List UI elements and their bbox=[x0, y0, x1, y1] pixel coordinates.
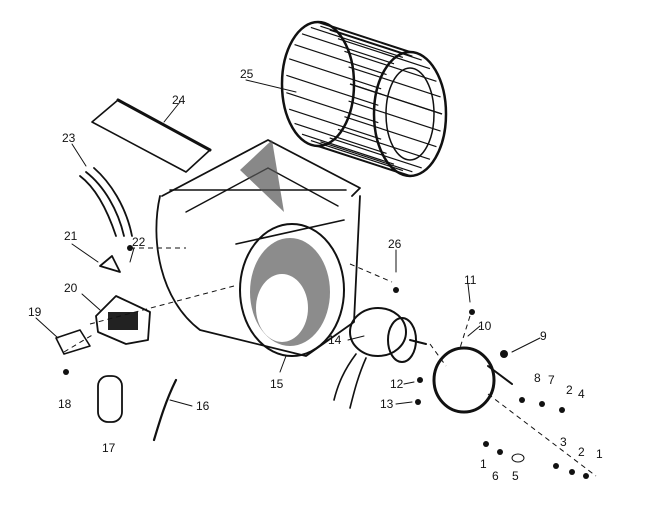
wheel-blade bbox=[348, 66, 441, 98]
wheel-blade bbox=[320, 25, 413, 57]
wheel-blade bbox=[329, 29, 422, 61]
motor-mount bbox=[432, 346, 513, 414]
cover-plate bbox=[55, 329, 91, 355]
label-10: 10 bbox=[478, 319, 492, 333]
cutoff-plate bbox=[91, 98, 212, 173]
wheel-blade bbox=[349, 83, 443, 115]
wheel-blade bbox=[344, 50, 437, 82]
label-2: 2 bbox=[566, 383, 573, 397]
label-8: 8 bbox=[534, 371, 541, 385]
label-24: 24 bbox=[172, 93, 186, 107]
clip bbox=[99, 255, 121, 273]
label-1: 1 bbox=[596, 447, 603, 461]
label-12: 12 bbox=[390, 377, 404, 391]
wheel-blade bbox=[329, 137, 422, 169]
wheel-blade bbox=[337, 128, 431, 160]
wheel-blade bbox=[294, 122, 387, 155]
wheel-blade bbox=[301, 33, 395, 65]
label-18: 18 bbox=[58, 397, 72, 411]
wire-harness bbox=[79, 167, 133, 237]
label-5: 5 bbox=[512, 469, 519, 483]
wheel-blade bbox=[288, 108, 382, 140]
blower-wheel bbox=[280, 20, 448, 178]
label-26: 26 bbox=[388, 237, 402, 251]
hardware bbox=[63, 245, 589, 479]
label-3: 3 bbox=[560, 435, 567, 449]
wheel-blade bbox=[337, 38, 431, 70]
wheel-blade bbox=[286, 92, 379, 124]
label-1b: 1 bbox=[480, 457, 487, 471]
wheel-blade bbox=[310, 139, 404, 172]
control-bracket bbox=[95, 295, 151, 345]
part-labels: 25 24 23 21 22 20 19 18 17 16 15 14 26 1… bbox=[28, 67, 603, 483]
label-11: 11 bbox=[464, 273, 477, 287]
wheel-blade bbox=[301, 133, 395, 165]
label-6: 6 bbox=[492, 469, 499, 483]
assembly-lines bbox=[63, 247, 597, 477]
blower-housing bbox=[155, 139, 361, 357]
wheel-blade bbox=[320, 141, 413, 173]
label-22: 22 bbox=[132, 235, 146, 249]
wheel-blade bbox=[310, 26, 404, 59]
label-21: 21 bbox=[64, 229, 78, 243]
wheel-blade bbox=[294, 43, 387, 76]
label-7: 7 bbox=[548, 373, 555, 387]
label-20: 20 bbox=[64, 281, 78, 295]
wheel-blade bbox=[286, 74, 379, 106]
label-17: 17 bbox=[102, 441, 116, 455]
wheel-blade bbox=[348, 100, 441, 132]
label-2b: 2 bbox=[578, 445, 585, 459]
label-13: 13 bbox=[380, 397, 394, 411]
capacitor bbox=[97, 375, 123, 423]
label-15: 15 bbox=[270, 377, 284, 391]
label-25: 25 bbox=[240, 67, 254, 81]
wheel-blade bbox=[288, 58, 382, 90]
label-16: 16 bbox=[196, 399, 210, 413]
label-23: 23 bbox=[62, 131, 76, 145]
label-19: 19 bbox=[28, 305, 42, 319]
strap bbox=[152, 378, 178, 442]
leader-lines bbox=[35, 79, 541, 407]
label-9: 9 bbox=[540, 329, 547, 343]
label-4: 4 bbox=[578, 387, 585, 401]
label-14: 14 bbox=[328, 333, 342, 347]
wheel-blade bbox=[344, 116, 437, 148]
motor bbox=[333, 307, 427, 409]
